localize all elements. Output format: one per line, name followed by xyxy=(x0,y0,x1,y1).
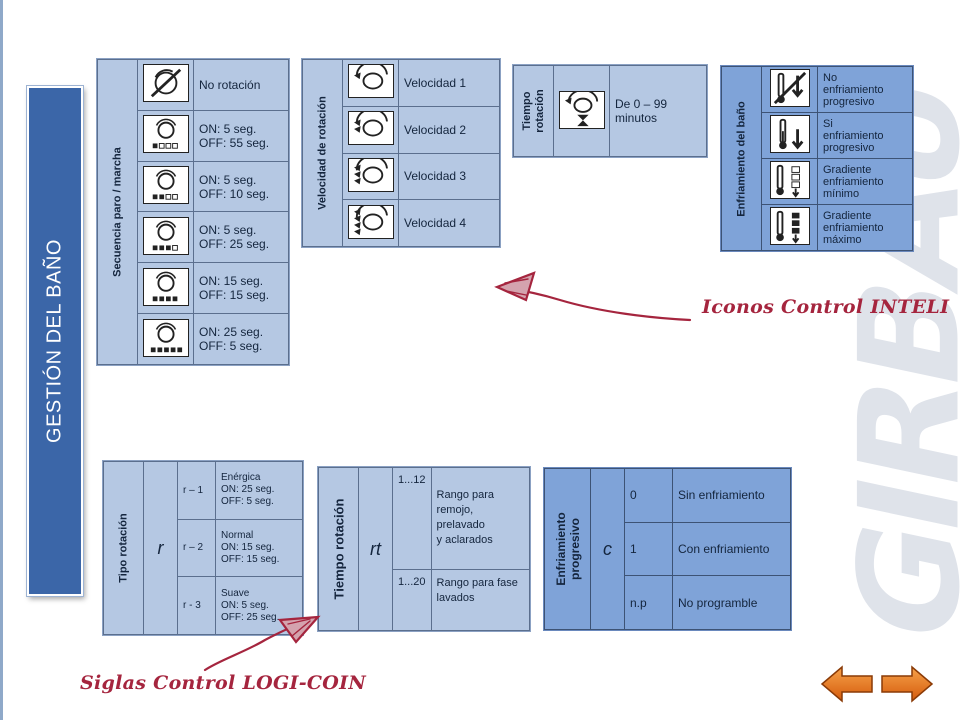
rotation-type-label: Tipo rotación xyxy=(117,513,129,583)
cooling-row-text: Gradiente enfriamiento mínimo xyxy=(817,158,913,205)
rotation-timer-icon xyxy=(558,90,605,129)
time-label: Tiempo rotación xyxy=(520,89,546,133)
time-label-cell: Tiempo rotación xyxy=(513,65,554,157)
next-slide-button[interactable] xyxy=(880,665,934,703)
logicoin-cooling-code: n.p xyxy=(624,575,673,630)
rotation-time-symbol: rt xyxy=(358,467,393,631)
rotation-type-code: r – 1 xyxy=(177,461,216,520)
rotation-time-text: Rango para fase lavados xyxy=(430,568,531,632)
arrow-right-icon xyxy=(881,665,934,703)
no-cooling-icon xyxy=(769,69,810,107)
cooling-row-text: Gradiente enfriamiento máximo xyxy=(817,204,913,251)
rotation-type-code: r – 2 xyxy=(177,518,216,578)
sequence-row-text: ON: 15 seg. OFF: 15 seg. xyxy=(193,262,289,315)
rotation-sequence-icon xyxy=(142,318,189,357)
rotation-sequence-icon xyxy=(142,216,189,255)
logicoin-cooling-text: Sin enfriamiento xyxy=(672,468,791,523)
logicoin-cooling-code: 0 xyxy=(624,468,673,523)
cooling-row-text: Si enfriamiento progresivo xyxy=(817,112,913,159)
arrow-left-icon xyxy=(820,665,873,703)
inteli-sequence-panel: Secuencia paro / marcha No rotación ON: … xyxy=(96,58,290,366)
rotation-time-text: Rango para remojo, prelavado y aclarados xyxy=(430,467,531,570)
sequence-row-text: ON: 5 seg. OFF: 10 seg. xyxy=(193,160,289,213)
inteli-speed-panel: Velocidad de rotación Velocidad 1 Veloci… xyxy=(301,58,501,248)
rotation-time-code: 1...12 xyxy=(392,467,432,570)
sequence-row-text: ON: 5 seg. OFF: 55 seg. xyxy=(193,109,289,162)
cooling-row-text: No enfriamiento progresivo xyxy=(817,66,913,113)
speed-row-text: Velocidad 1 xyxy=(398,59,500,107)
rotation-time-label-cell: Tiempo rotación xyxy=(318,467,359,631)
logicoin-cooling-text: No programble xyxy=(672,575,791,630)
sequence-row-text: ON: 25 seg. OFF: 5 seg. xyxy=(193,313,289,365)
logicoin-rotation-type-panel: Tipo rotación r r – 1 Enérgica ON: 25 se… xyxy=(102,460,304,636)
speed-row-text: Velocidad 3 xyxy=(398,152,500,201)
rotation-sequence-icon xyxy=(142,115,189,154)
speed-row-text: Velocidad 2 xyxy=(398,105,500,154)
gradient-max-icon xyxy=(769,207,810,245)
rotation-type-text: Normal ON: 15 seg. OFF: 15 seg. xyxy=(215,518,303,578)
logicoin-annotation: Siglas Control LOGI-COIN xyxy=(80,672,367,694)
no-rotation-icon xyxy=(142,64,189,103)
logicoin-rotation-time-panel: Tiempo rotación rt 1...12 Rango para rem… xyxy=(317,466,531,632)
cooling-label-cell: Enfriamiento del baño xyxy=(721,66,762,251)
rotation-type-code: r - 3 xyxy=(177,576,216,635)
sequence-label: Secuencia paro / marcha xyxy=(111,147,123,277)
speed-row-text: Velocidad 4 xyxy=(398,199,500,247)
speed-4-icon xyxy=(347,204,394,239)
cooling-label: Enfriamiento del baño xyxy=(735,100,747,217)
sequence-row-text: No rotación xyxy=(193,59,289,111)
section-title-box: GESTIÓN DEL BAÑO xyxy=(27,86,83,596)
time-text: De 0 – 99 minutos xyxy=(609,65,707,157)
rotation-type-symbol: r xyxy=(143,461,178,635)
sequence-row-text: ON: 5 seg. OFF: 25 seg. xyxy=(193,211,289,264)
left-border xyxy=(0,0,3,720)
rotation-type-label-cell: Tipo rotación xyxy=(103,461,144,635)
logicoin-cooling-label-cell: Enfriamiento progresivo xyxy=(544,468,591,630)
rotation-sequence-icon xyxy=(142,166,189,205)
inteli-arrow xyxy=(494,271,692,322)
section-title: GESTIÓN DEL BAÑO xyxy=(43,239,66,443)
speed-2-icon xyxy=(347,111,394,146)
speed-label-cell: Velocidad de rotación xyxy=(302,59,343,247)
sequence-label-cell: Secuencia paro / marcha xyxy=(97,59,138,365)
rotation-sequence-icon xyxy=(142,267,189,306)
speed-1-icon xyxy=(347,64,394,99)
inteli-cooling-panel: Enfriamiento del baño No enfriamiento pr… xyxy=(720,65,914,252)
rotation-time-label: Tiempo rotación xyxy=(331,498,346,600)
inteli-time-panel: Tiempo rotación De 0 – 99 minutos xyxy=(512,64,708,158)
rotation-type-text: Enérgica ON: 25 seg. OFF: 5 seg. xyxy=(215,461,303,520)
prev-slide-button[interactable] xyxy=(820,665,874,703)
logicoin-cooling-symbol: c xyxy=(590,468,625,630)
logicoin-cooling-label: Enfriamiento progresivo xyxy=(553,512,582,586)
speed-3-icon xyxy=(347,157,394,192)
logicoin-cooling-text: Con enfriamiento xyxy=(672,521,791,577)
gradient-min-icon xyxy=(769,161,810,199)
speed-label: Velocidad de rotación xyxy=(316,96,328,210)
rotation-type-text: Suave ON: 5 seg. OFF: 25 seg. xyxy=(215,576,303,635)
inteli-annotation: Iconos Control INTELI xyxy=(702,296,950,318)
thermometer-cooling-icon xyxy=(769,115,810,153)
logicoin-cooling-code: 1 xyxy=(624,521,673,577)
rotation-time-code: 1...20 xyxy=(392,568,432,632)
logicoin-cooling-panel: Enfriamiento progresivo c 0 Sin enfriami… xyxy=(543,467,792,631)
